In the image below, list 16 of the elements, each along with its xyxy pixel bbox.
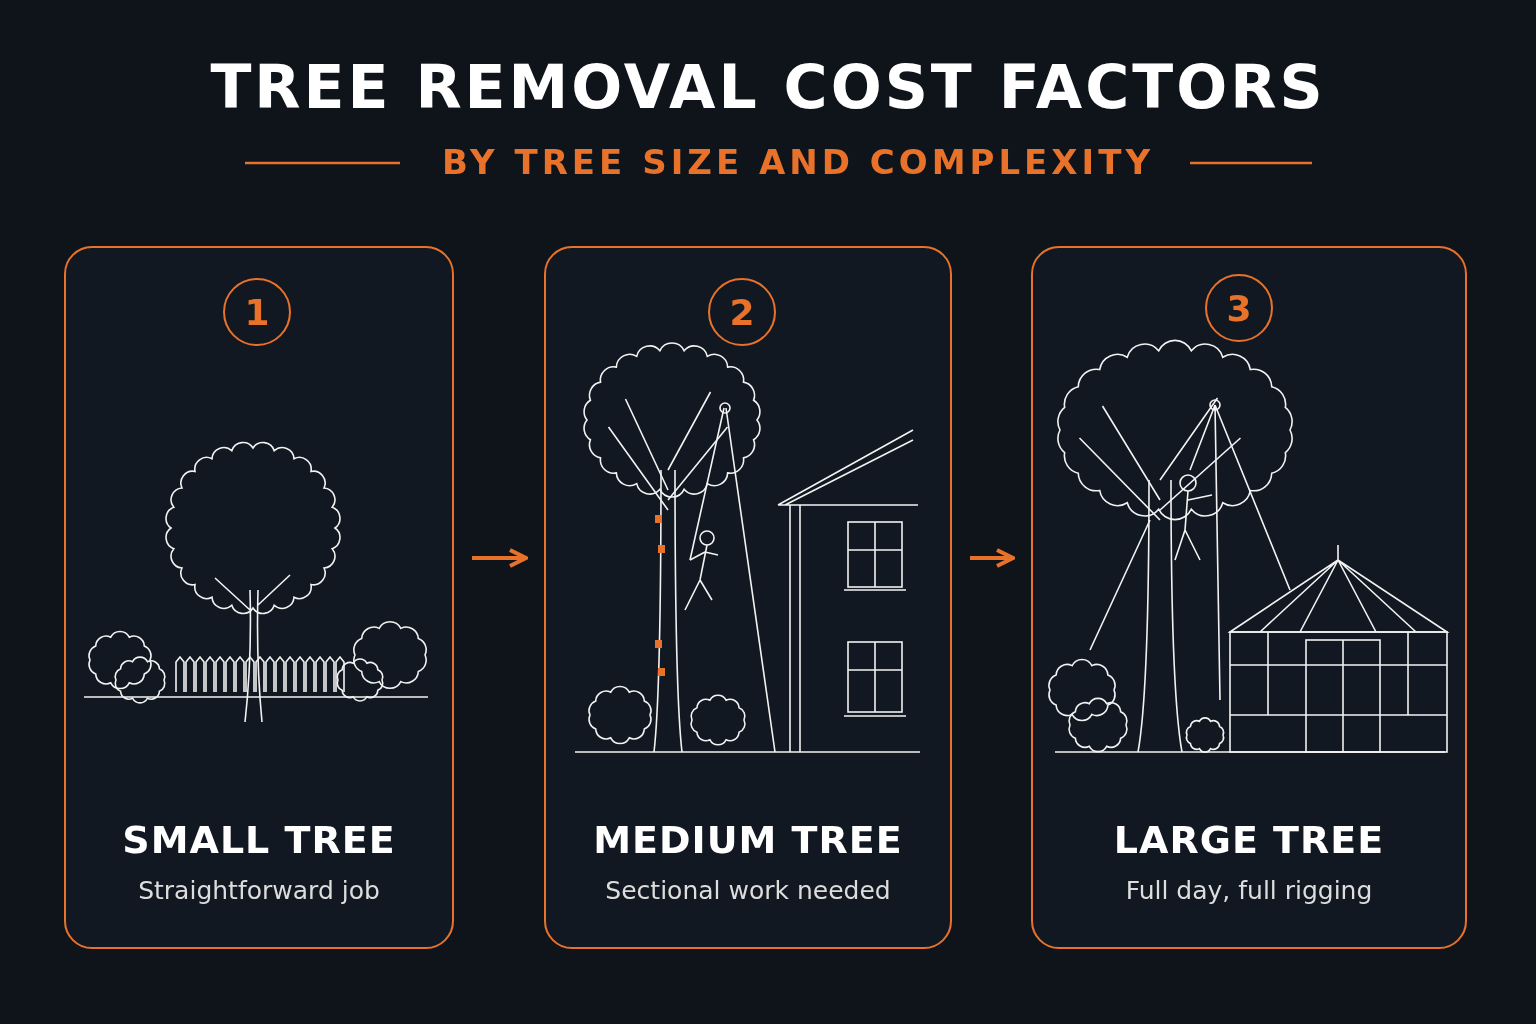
card-description: Full day, full rigging	[1124, 876, 1374, 905]
card-description: Sectional work needed	[604, 876, 892, 905]
arrow	[472, 548, 528, 568]
step-number: 3	[1205, 274, 1273, 342]
step-number: 2	[708, 278, 776, 346]
title: TREE REMOVAL COST FACTORS	[209, 52, 1327, 122]
step-card	[544, 246, 952, 949]
card-heading: LARGE TREE	[1112, 818, 1386, 862]
step-card	[64, 246, 454, 949]
step-card	[1031, 246, 1467, 949]
card-heading: SMALL TREE	[121, 818, 397, 862]
step-number: 1	[223, 278, 291, 346]
arrow	[970, 548, 1015, 568]
subtitle: BY TREE SIZE AND COMPLEXITY	[441, 142, 1155, 182]
card-description: Straightforward job	[137, 876, 381, 905]
card-heading: MEDIUM TREE	[592, 818, 904, 862]
